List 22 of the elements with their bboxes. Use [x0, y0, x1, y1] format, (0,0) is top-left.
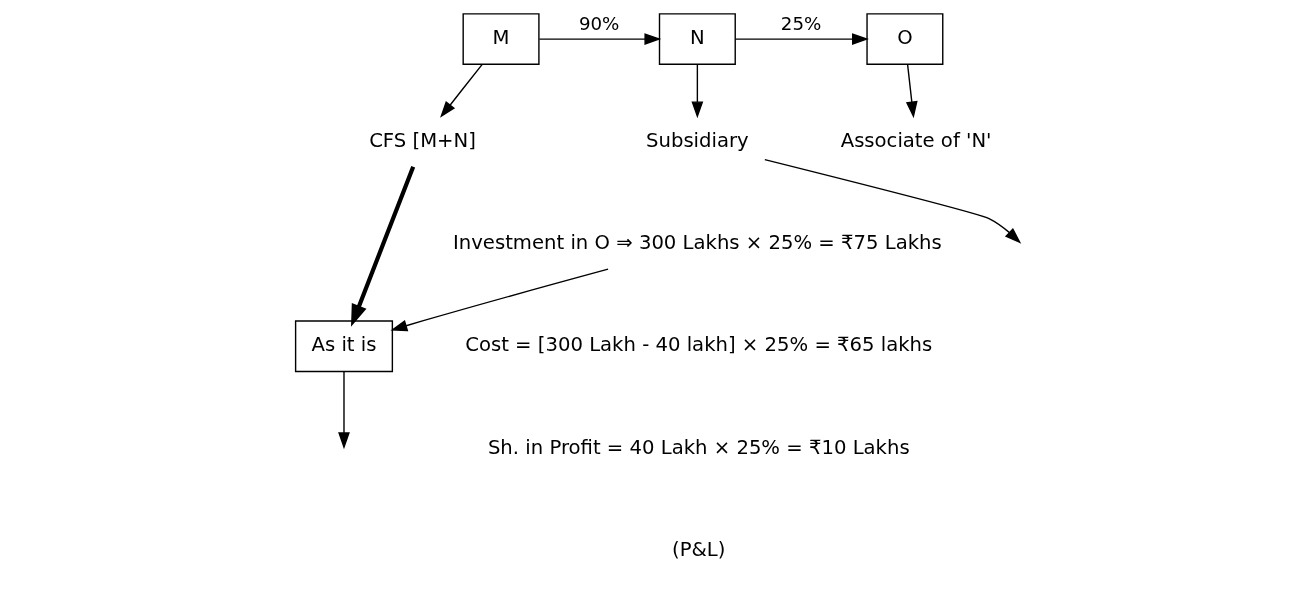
node-text: Subsidiary [646, 128, 749, 152]
arrow [390, 268, 609, 332]
arrow [440, 63, 483, 118]
node-text: CFS [M+N] [369, 128, 476, 152]
label: (P&L) [672, 538, 726, 562]
arrow [734, 33, 869, 45]
node-box: As it is [294, 320, 394, 373]
arrow [905, 63, 918, 119]
node-text: Investment in O ⇒ 300 Lakhs × 25% = ₹75 Lakhs [453, 231, 942, 255]
arrow [764, 158, 1022, 244]
node-text: Associate of 'N' [840, 128, 992, 152]
node-box: O [866, 13, 944, 66]
node-box: N [658, 13, 736, 66]
node-box: M [462, 13, 540, 66]
label: Sh. in Profit = 40 Lakh × 25% = ₹10 Lakhs [487, 435, 910, 459]
edge-label: 25% [780, 12, 822, 34]
arrow [691, 63, 704, 119]
arrow [338, 371, 350, 450]
label: Cost = [300 Lakh - 40 lakh] × 25% = ₹65 lakhs [465, 333, 933, 357]
edge-label: 90% [578, 12, 620, 34]
arrow [351, 166, 416, 327]
arrow [538, 33, 662, 45]
